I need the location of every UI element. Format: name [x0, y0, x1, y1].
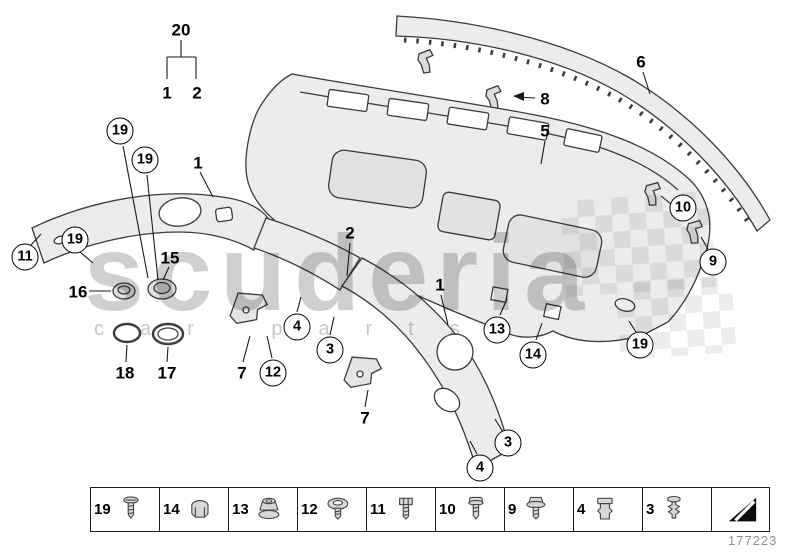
- callout-14: 14: [519, 341, 547, 369]
- callout-2-b: 2: [345, 223, 355, 243]
- legend-item-19: 19: [91, 488, 159, 531]
- legend-number: 3: [646, 501, 655, 518]
- callout-13: 13: [483, 316, 511, 344]
- callout-1-c: 1: [435, 275, 445, 295]
- callout-7-a: 7: [237, 363, 247, 383]
- screw-icon: [122, 495, 139, 519]
- clip-part-9: [686, 219, 704, 244]
- callout-19-b: 19: [131, 146, 159, 174]
- legend-item-12: 12: [297, 488, 366, 531]
- legend-number: 9: [508, 501, 517, 518]
- legend-item-10: 10: [435, 488, 504, 531]
- flange-bolt-icon: [526, 496, 546, 520]
- legend-number: 10: [439, 501, 456, 518]
- hex-nut-icon: [258, 497, 280, 519]
- callout-16: 16: [68, 282, 88, 302]
- cap-part-15: [147, 278, 177, 300]
- callout-1-b: 1: [193, 153, 203, 173]
- clip-part-10: [644, 181, 662, 206]
- callout-3-b: 3: [494, 429, 522, 457]
- callout-4-b: 4: [466, 454, 494, 482]
- legend-item-13: 13: [228, 488, 297, 531]
- rear-shelf-part: [245, 73, 711, 343]
- legend-number: 19: [94, 501, 111, 518]
- legend-number: 12: [301, 501, 318, 518]
- legend-number: 4: [577, 501, 586, 518]
- callout-8: 8: [540, 89, 550, 109]
- callout-3-a: 3: [316, 336, 344, 364]
- front-trim-center-part: [341, 257, 511, 469]
- pan-screw-icon: [467, 496, 484, 520]
- callout-7-b: 7: [360, 408, 370, 428]
- leader-lines: [30, 40, 709, 455]
- legend-item-14: 14: [159, 488, 228, 531]
- legend-continue-cell: [711, 488, 769, 531]
- bracket-part-7a: [229, 292, 269, 325]
- trim-strip-part: [395, 15, 771, 233]
- callout-20: 20: [171, 20, 191, 40]
- legend-number: 11: [370, 501, 386, 518]
- legend-number: 13: [232, 501, 249, 518]
- callout-15: 15: [160, 248, 180, 268]
- callout-12: 12: [259, 359, 287, 387]
- expansion-clip-icon: [597, 497, 614, 520]
- callout-19-a: 19: [106, 117, 134, 145]
- legend-item-11: 11: [366, 488, 435, 531]
- callout-9: 9: [699, 248, 727, 276]
- callout-4-a: 4: [283, 313, 311, 341]
- callout-10: 10: [669, 194, 697, 222]
- legend-item-3: 3: [642, 488, 711, 531]
- fastener-legend: 19 14 13: [90, 487, 770, 532]
- legend-item-4: 4: [573, 488, 642, 531]
- cap-part-16: [112, 282, 136, 300]
- rivet-clip-icon: [667, 495, 682, 519]
- drawing-number: 177223: [728, 533, 778, 548]
- callout-1-a: 1: [162, 83, 172, 103]
- callout-6: 6: [636, 52, 646, 72]
- callout-11: 11: [11, 243, 39, 271]
- page-corner-icon: [728, 497, 756, 522]
- bracket-part-7b: [343, 356, 383, 389]
- callout-19-d: 19: [626, 331, 654, 359]
- callout-5: 5: [540, 121, 550, 141]
- callout-2-a: 2: [192, 83, 202, 103]
- clip-part-8: [417, 48, 502, 110]
- ring-part-18: [112, 322, 142, 344]
- washer-screw-icon: [327, 497, 349, 520]
- callout-17: 17: [157, 363, 177, 383]
- legend-number: 14: [163, 501, 180, 518]
- hex-bolt-icon: [398, 497, 413, 520]
- cap-nut-icon: [190, 499, 209, 518]
- callout-18: 18: [115, 363, 135, 383]
- legend-item-9: 9: [504, 488, 573, 531]
- ring-part-17: [151, 322, 185, 346]
- callout-19-c: 19: [61, 226, 89, 254]
